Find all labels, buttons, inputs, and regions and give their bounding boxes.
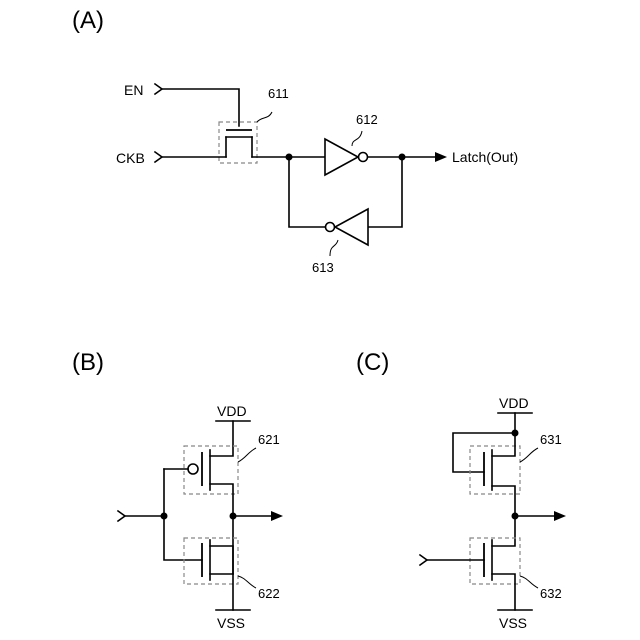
transistor-632-box	[470, 538, 520, 584]
output-arrow-b	[271, 511, 283, 521]
ref-613: 613	[312, 260, 334, 275]
ref-613-leader	[330, 240, 338, 256]
ckb-label: CKB	[116, 150, 145, 166]
panel-b: (B) VDD 621 VSS 622	[72, 349, 283, 631]
ref-631-leader	[520, 448, 538, 462]
ref-611: 611	[268, 86, 289, 101]
gate-bus-b	[164, 469, 202, 560]
panel-c: (C) VDD 631 VSS 632	[356, 349, 566, 631]
pmos-621-bubble	[188, 464, 198, 474]
vdd-wire-b	[210, 421, 233, 456]
feedback-right-wire	[368, 157, 402, 227]
output-arrow-c	[554, 511, 566, 521]
ref-622-leader	[238, 576, 256, 588]
vdd-label-b: VDD	[217, 403, 247, 419]
source-top-c	[492, 486, 515, 516]
drain-wire-b	[210, 484, 233, 574]
input-chevron-c	[420, 555, 427, 565]
ref-611-leader	[257, 112, 272, 122]
ckb-input-chevron	[155, 152, 162, 162]
drain-top-c	[492, 433, 515, 456]
ref-621-leader	[238, 448, 256, 462]
switch-611-legs	[226, 137, 252, 157]
ref-631: 631	[540, 432, 562, 447]
inverter-613	[335, 209, 368, 245]
panel-a-label: (A)	[72, 7, 104, 34]
ref-632-leader	[520, 576, 538, 588]
ref-632: 632	[540, 586, 562, 601]
drain-bottom-c	[492, 516, 515, 546]
node-b-input	[161, 513, 168, 520]
ref-612-leader	[352, 131, 362, 146]
en-input-chevron	[155, 84, 162, 94]
panel-c-label: (C)	[356, 349, 389, 376]
source-wire-b	[210, 546, 233, 574]
inverter-612	[325, 139, 358, 175]
node-b-output	[230, 513, 237, 520]
ref-622: 622	[258, 586, 280, 601]
vss-label-b: VSS	[217, 615, 245, 631]
ref-621: 621	[258, 432, 280, 447]
latch-out-label: Latch(Out)	[452, 149, 518, 165]
feedback-left-wire	[289, 157, 325, 227]
vss-label-c: VSS	[499, 615, 527, 631]
inverter-613-bubble	[326, 223, 335, 232]
nmos-622-box	[184, 538, 238, 584]
input-chevron-b	[118, 511, 125, 521]
output-arrow	[435, 152, 447, 162]
en-wire	[162, 89, 239, 126]
inverter-612-bubble	[359, 153, 368, 162]
en-label: EN	[124, 82, 143, 98]
panel-a: (A) EN 611 CKB 612 Latch(Out)	[72, 7, 518, 275]
vdd-label-c: VDD	[499, 395, 529, 411]
panel-b-label: (B)	[72, 349, 104, 376]
ref-612: 612	[356, 112, 378, 127]
source-bottom-c	[492, 574, 515, 610]
